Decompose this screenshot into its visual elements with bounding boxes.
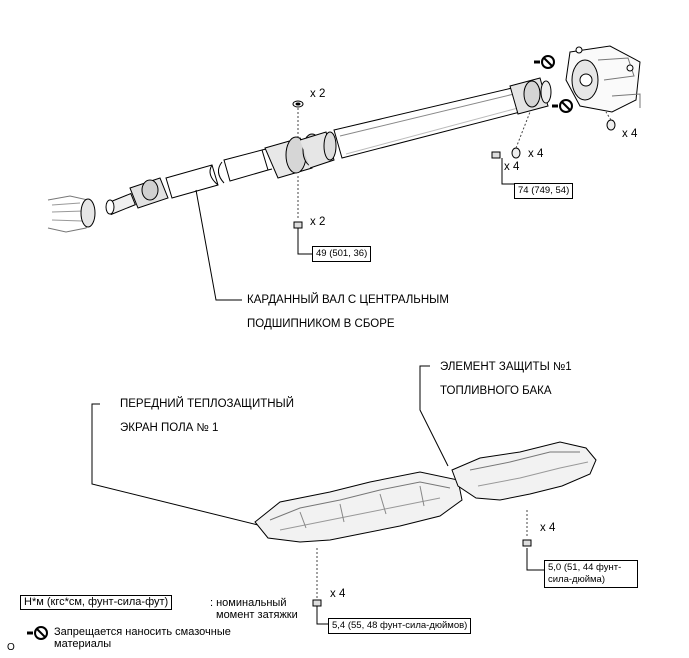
- legend-torque-desc-line2: момент затяжки: [216, 609, 298, 621]
- washer-icon: [292, 100, 616, 159]
- no-grease-icon: [534, 55, 573, 113]
- legend-no-grease: Запрещается наносить смазочные материалы: [54, 626, 231, 650]
- differential-flange: [565, 45, 641, 113]
- qty-bolt-floor: x 4: [330, 588, 346, 600]
- label-tank-protector-line1: ЭЛЕМЕНТ ЗАЩИТЫ №1: [440, 361, 572, 373]
- corner-mark: O: [7, 642, 15, 653]
- legend-no-grease-line2: материалы: [54, 638, 112, 650]
- center-bearing: [264, 131, 337, 179]
- torque-tank-protector: 5,0 (51, 44 фунт-сила-дюйма): [544, 560, 638, 588]
- qty-bolt-right: x 4: [504, 161, 520, 173]
- label-propeller-shaft-line1: КАРДАННЫЙ ВАЛ С ЦЕНТРАЛЬНЫМ: [247, 294, 449, 306]
- legend-torque-desc-line1: : номинальный: [210, 597, 287, 609]
- front-shaft-tube: [165, 148, 273, 199]
- label-propeller-shaft-line2: ПОДШИПНИКОМ В СБОРЕ: [247, 318, 395, 330]
- legend-torque-unit: Н*м (кгс*см, фунт-сила-фут): [20, 595, 173, 610]
- qty-bolt-tank: x 4: [540, 522, 556, 534]
- qty-washer-right: x 4: [528, 148, 544, 160]
- transmission-output: [47, 195, 96, 233]
- legend-torque-desc: : номинальный момент затяжки: [210, 597, 298, 621]
- label-tank-protector-line2: ТОПЛИВНОГО БАКА: [440, 385, 552, 397]
- label-heat-insulator: ПЕРЕДНИЙ ТЕПЛОЗАЩИТНЫЙ ЭКРАН ПОЛА № 1: [120, 397, 294, 435]
- label-heat-insulator-line1: ПЕРЕДНИЙ ТЕПЛОЗАЩИТНЫЙ: [120, 398, 294, 410]
- rear-yoke: [509, 77, 552, 115]
- rear-shaft-tube: [333, 87, 521, 159]
- label-propeller-shaft: КАРДАННЫЙ ВАЛ С ЦЕНТРАЛЬНЫМ ПОДШИПНИКОМ …: [247, 293, 449, 331]
- label-heat-insulator-line2: ЭКРАН ПОЛА № 1: [120, 422, 219, 434]
- label-tank-protector: ЭЛЕМЕНТ ЗАЩИТЫ №1 ТОПЛИВНОГО БАКА: [440, 360, 572, 398]
- qty-bolt-center: x 2: [310, 216, 326, 228]
- legend-no-grease-icon: [27, 626, 48, 640]
- torque-rear-flange: 74 (749, 54): [514, 183, 574, 199]
- qty-washer-top: x 2: [310, 88, 326, 100]
- fuel-tank-protector: [451, 441, 597, 501]
- torque-center-bearing: 49 (501, 36): [312, 246, 372, 262]
- floor-heat-insulator: [254, 471, 463, 543]
- legend-no-grease-line1: Запрещается наносить смазочные: [54, 626, 231, 638]
- front-yoke: [105, 177, 169, 216]
- qty-flange-right: x 4: [622, 128, 638, 140]
- torque-floor-insulator: 5,4 (55, 48 фунт-сила-дюймов): [328, 618, 472, 634]
